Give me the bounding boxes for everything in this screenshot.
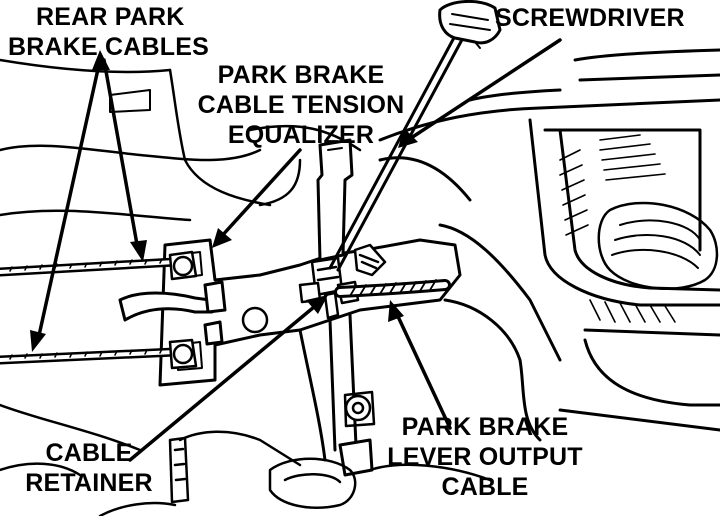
label-line: BRAKE CABLES bbox=[8, 33, 210, 61]
label-cable-tension-equalizer: PARK BRAKE CABLE TENSION EQUALIZER bbox=[196, 60, 406, 150]
support-post bbox=[298, 313, 374, 477]
label-line: REAR PARK bbox=[36, 3, 185, 31]
cable-retainer bbox=[118, 280, 227, 346]
label-line: CABLE TENSION bbox=[197, 91, 405, 119]
label-line: CABLE bbox=[441, 473, 529, 501]
label-lever-output-cable: PARK BRAKE LEVER OUTPUT CABLE bbox=[380, 412, 590, 502]
arrow-cable-retainer bbox=[128, 300, 322, 462]
arrow-lever-output bbox=[393, 308, 452, 430]
leader-lines bbox=[36, 38, 562, 462]
arrowheads bbox=[30, 50, 418, 352]
arrow-rear-cable-lower bbox=[36, 58, 102, 342]
mounting-bolt bbox=[343, 243, 387, 428]
equalizer-bracket bbox=[158, 138, 462, 387]
label-line: CABLE bbox=[45, 439, 133, 467]
label-line: RETAINER bbox=[25, 469, 153, 497]
label-rear-park-brake-cables: REAR PARK BRAKE CABLES bbox=[8, 2, 209, 62]
lever-output-cable bbox=[334, 279, 451, 298]
label-cable-retainer: CABLE RETAINER bbox=[14, 438, 164, 498]
label-line: LEVER OUTPUT bbox=[387, 443, 583, 471]
frame-hatching bbox=[559, 134, 676, 323]
arrow-equalizer bbox=[218, 148, 302, 240]
rear-park-brake-cables bbox=[0, 250, 198, 370]
label-line: EQUALIZER bbox=[227, 121, 375, 149]
arrow-rear-cable-upper bbox=[102, 58, 140, 252]
label-screwdriver: SCREWDRIVER bbox=[495, 4, 685, 32]
lower-hardware bbox=[98, 430, 492, 516]
label-line: PARK BRAKE bbox=[401, 413, 569, 441]
frame-structure bbox=[378, 48, 720, 442]
floor-pan-outline bbox=[0, 58, 362, 477]
label-line: PARK BRAKE bbox=[217, 61, 385, 89]
arrow-screwdriver bbox=[406, 38, 562, 142]
screwdriver bbox=[328, 0, 502, 272]
